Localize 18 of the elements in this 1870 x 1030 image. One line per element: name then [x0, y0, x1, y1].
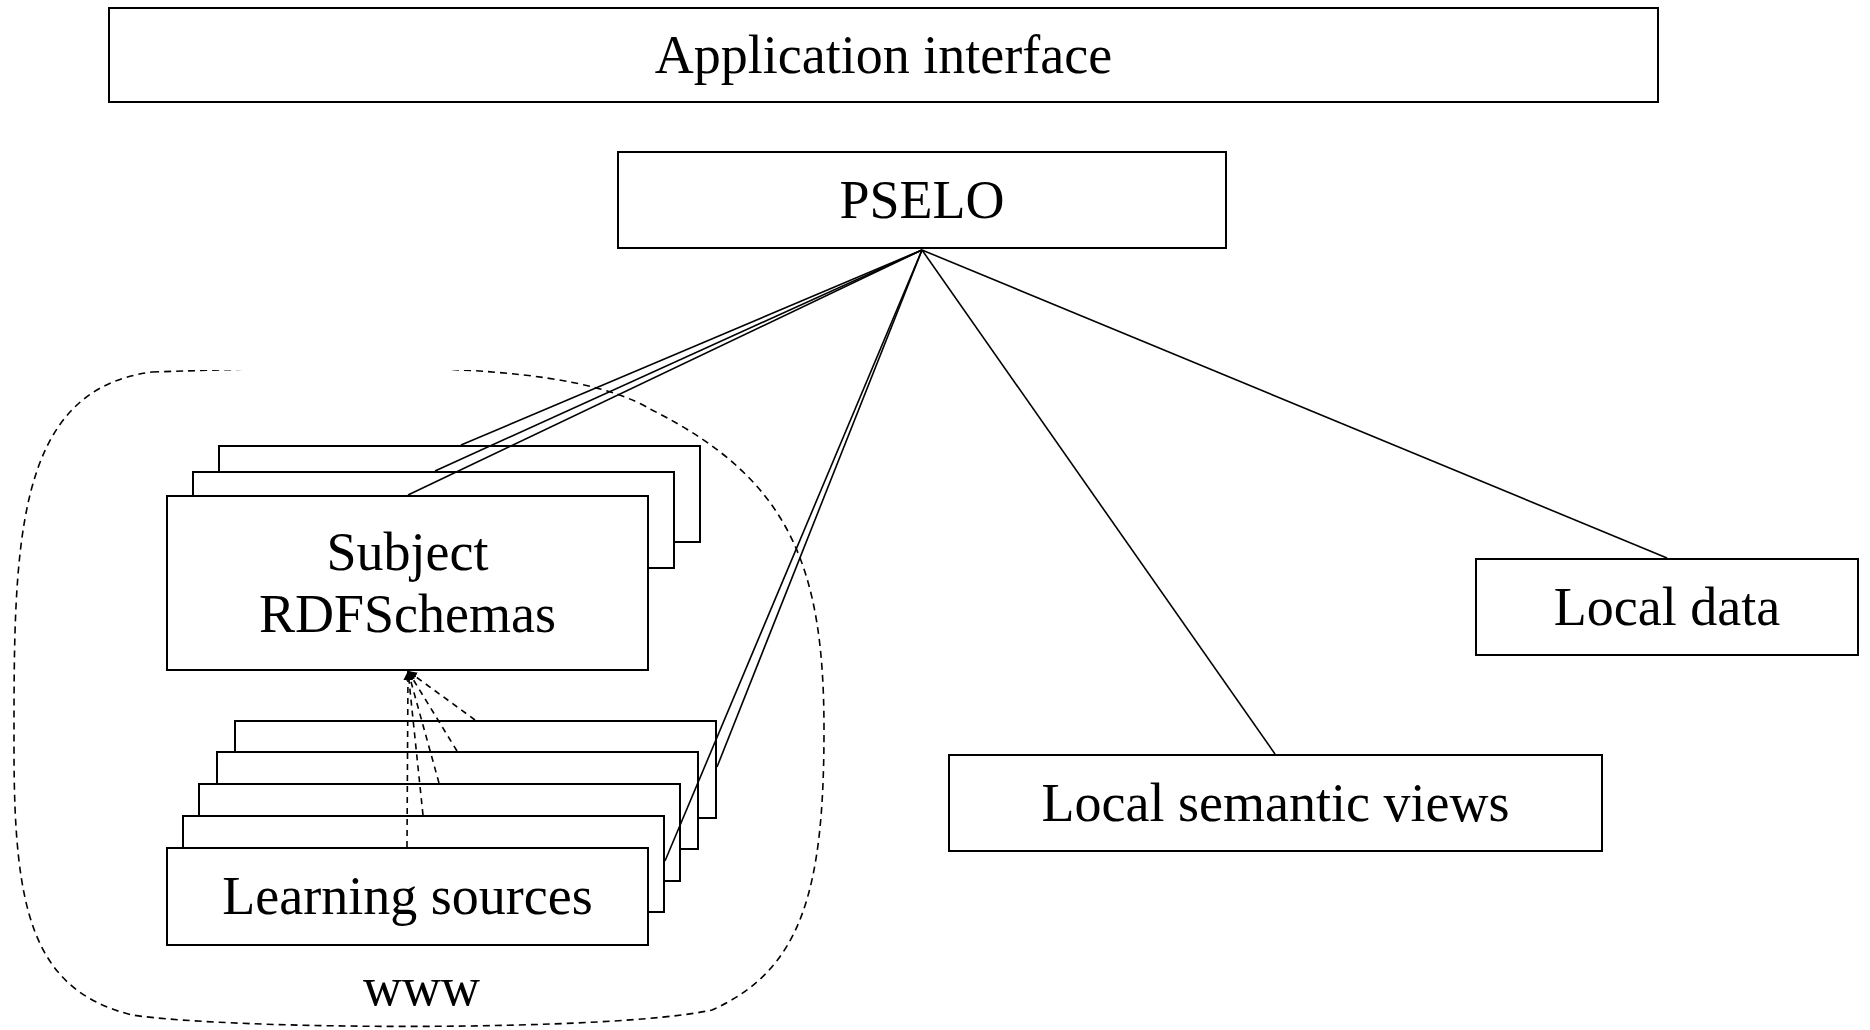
text-box — [1475, 558, 1859, 656]
text-box — [108, 7, 1659, 103]
dashed-arrow — [407, 670, 458, 752]
box-label: Learning sources — [222, 865, 593, 928]
connector-line — [664, 249, 923, 862]
dashed-arrow — [406, 670, 440, 784]
box-label: Local data — [1553, 575, 1781, 639]
box-label: Application interface — [654, 23, 1113, 87]
region-label: www — [363, 960, 480, 1014]
connector-line — [921, 249, 1668, 559]
text-box — [617, 151, 1227, 249]
connector-line — [921, 249, 1276, 755]
dashed-arrow — [404, 670, 424, 816]
box-label: Local semantic views — [1041, 771, 1510, 835]
box-label: Subject RDFSchemas — [258, 520, 557, 646]
text-box — [948, 754, 1603, 852]
dashed-arrow — [407, 670, 476, 721]
box-label: PSELO — [839, 168, 1005, 232]
